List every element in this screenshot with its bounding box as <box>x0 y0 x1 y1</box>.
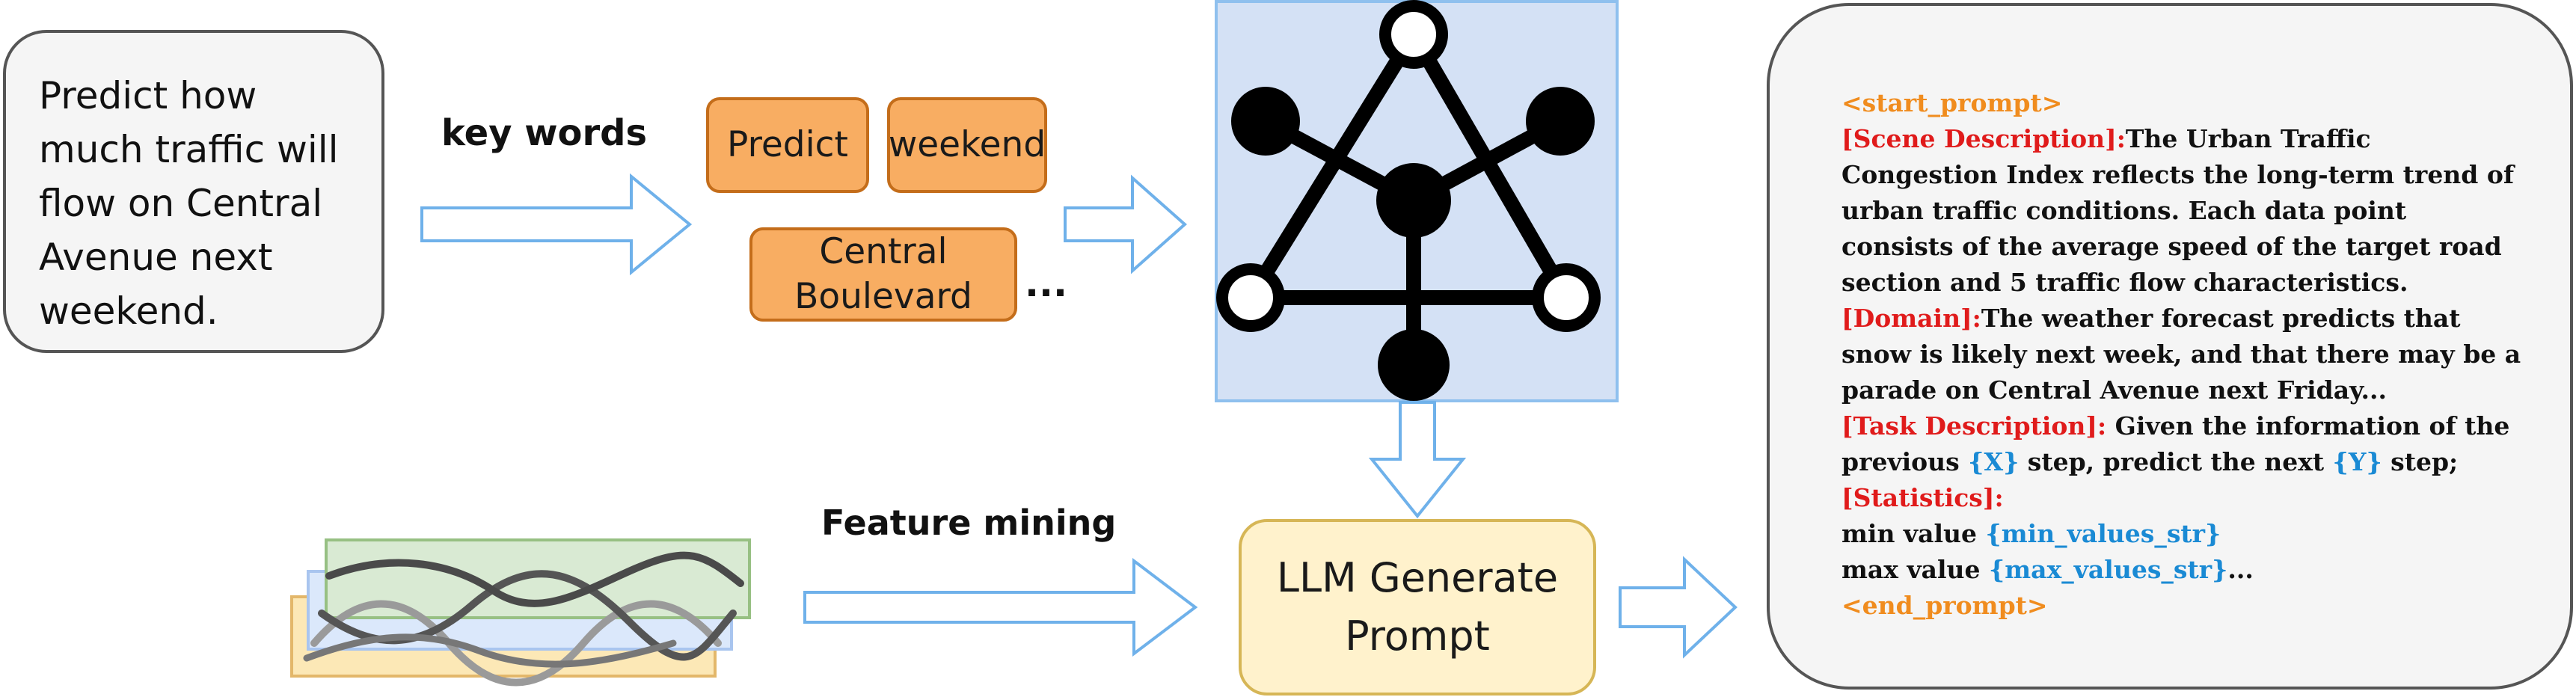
llm-label: LLM Generate Prompt <box>1276 554 1559 660</box>
keyword-predict: Predict <box>706 97 869 193</box>
arrow-llm-to-prompt <box>1619 556 1738 659</box>
keyword-weekend: weekend <box>887 97 1047 193</box>
graph-node-left-upper <box>1231 87 1300 156</box>
task-description-section: [Task Description]: Given the informatio… <box>1841 408 2525 480</box>
llm-generate-prompt-box: LLM Generate Prompt <box>1239 519 1596 696</box>
task-var-y: {Y} <box>2332 447 2382 476</box>
max-label: max value <box>1841 555 1990 584</box>
scene-description-section: [Scene Description]:The Urban Traffic Co… <box>1841 121 2525 301</box>
keyword-central-boulevard: Central Boulevard <box>749 227 1017 322</box>
prompt-end-tag: <end_prompt> <box>1841 591 2048 620</box>
query-box: Predict how much traffic will flow on Ce… <box>3 30 384 353</box>
keyword-ellipsis: ... <box>1025 262 1067 305</box>
task-var-x: {X} <box>1968 447 2020 476</box>
arrow-query-to-keywords <box>420 173 693 276</box>
task-text-3: step; <box>2382 447 2459 476</box>
max-suffix: ... <box>2227 555 2254 584</box>
max-var: {max_values_str} <box>1989 555 2228 584</box>
max-value-line: max value {max_values_str}... <box>1841 552 2525 588</box>
query-text: Predict how much traffic will flow on Ce… <box>39 74 339 333</box>
generated-prompt-box: <start_prompt> [Scene Description]:The U… <box>1767 3 2573 690</box>
task-heading: [Task Description]: <box>1841 411 2107 440</box>
graph-node-right-upper <box>1526 87 1595 156</box>
graph-node-top <box>1379 0 1448 69</box>
key-words-label: key words <box>441 112 648 154</box>
task-text-2: step, predict the next <box>2019 447 2333 476</box>
scene-heading: [Scene Description]: <box>1841 124 2126 153</box>
graph-node-bottom <box>1378 329 1450 401</box>
statistics-heading: [Statistics]: <box>1841 483 2004 512</box>
arrow-keywords-to-graph <box>1064 174 1188 274</box>
scene-text: The Urban Traffic Congestion Index refle… <box>1841 124 2515 297</box>
knowledge-graph-icon <box>1216 0 1601 401</box>
task-text-1: Given the information of the previous <box>1841 411 2510 476</box>
domain-heading: [Domain]: <box>1841 304 1981 333</box>
domain-section: [Domain]:The weather forecast predicts t… <box>1841 301 2525 408</box>
domain-text: The weather forecast predicts that snow … <box>1841 304 2521 405</box>
prompt-start-tag: <start_prompt> <box>1841 88 2063 117</box>
feature-mining-label: Feature mining <box>821 503 1117 543</box>
graph-node-right-lower <box>1532 263 1601 332</box>
arrow-graph-to-llm <box>1368 401 1467 519</box>
arrow-series-to-llm <box>803 557 1198 657</box>
time-series-stack-icon <box>290 538 751 687</box>
graph-node-center <box>1376 163 1451 238</box>
min-label: min value <box>1841 519 1986 548</box>
min-var: {min_values_str} <box>1985 519 2221 548</box>
graph-node-left-lower <box>1216 263 1285 332</box>
min-value-line: min value {min_values_str} <box>1841 516 2525 552</box>
